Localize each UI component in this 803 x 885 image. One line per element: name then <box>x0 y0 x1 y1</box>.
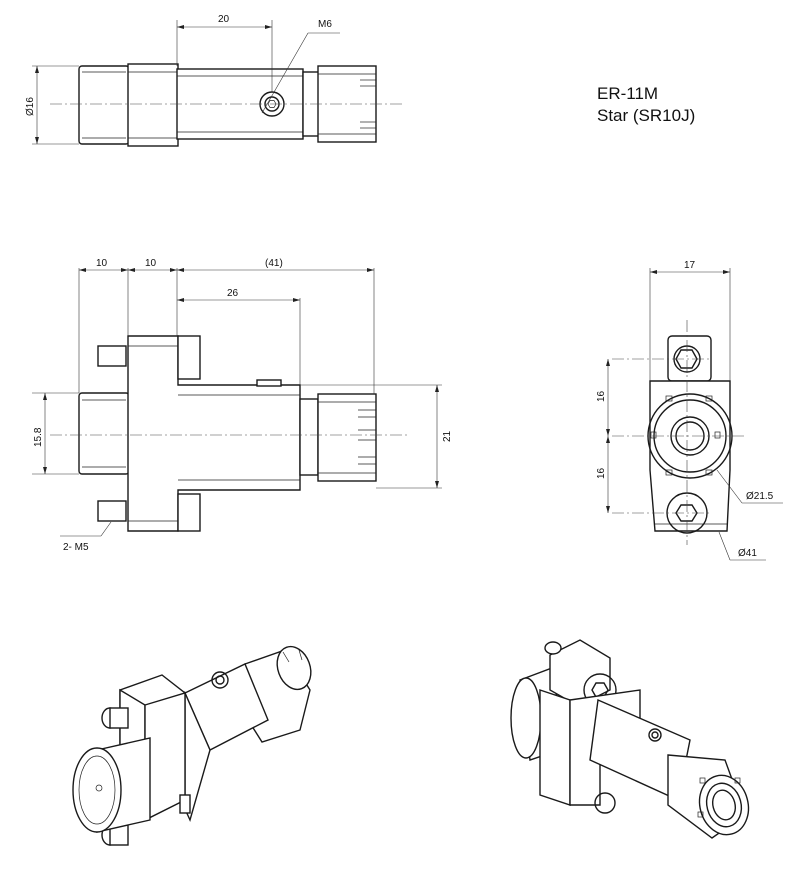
dim-lower: 16 <box>596 467 607 479</box>
model-label: ER-11M <box>597 84 658 103</box>
dim-shank: 15.8 <box>33 427 44 447</box>
top-view: 20 M6 Ø16 <box>25 14 402 147</box>
dim-diameter: Ø16 <box>25 97 36 116</box>
dim-upper: 16 <box>596 390 607 402</box>
dim-height: 21 <box>442 430 453 442</box>
side-view: 17 16 16 Ø21.5 Ø41 <box>596 260 783 561</box>
dim-length: 20 <box>218 14 230 25</box>
dim-a: 10 <box>96 258 108 269</box>
dim-screws: 2- M5 <box>63 542 89 553</box>
dim-thread: M6 <box>318 19 332 30</box>
dim-outer: Ø41 <box>738 548 757 559</box>
isometric-view-rear <box>510 639 750 839</box>
front-view: 10 10 (41) 26 15.8 21 2- M5 <box>32 258 453 553</box>
dim-collet: Ø21.5 <box>746 491 774 502</box>
isometric-view-front <box>72 645 312 846</box>
dim-width: 17 <box>684 260 696 271</box>
title-block: ER-11M Star (SR10J) <box>597 84 695 125</box>
machine-label: Star (SR10J) <box>597 106 695 125</box>
dim-body: 26 <box>227 288 239 299</box>
dim-b: 10 <box>145 258 157 269</box>
dim-total: (41) <box>265 258 283 269</box>
